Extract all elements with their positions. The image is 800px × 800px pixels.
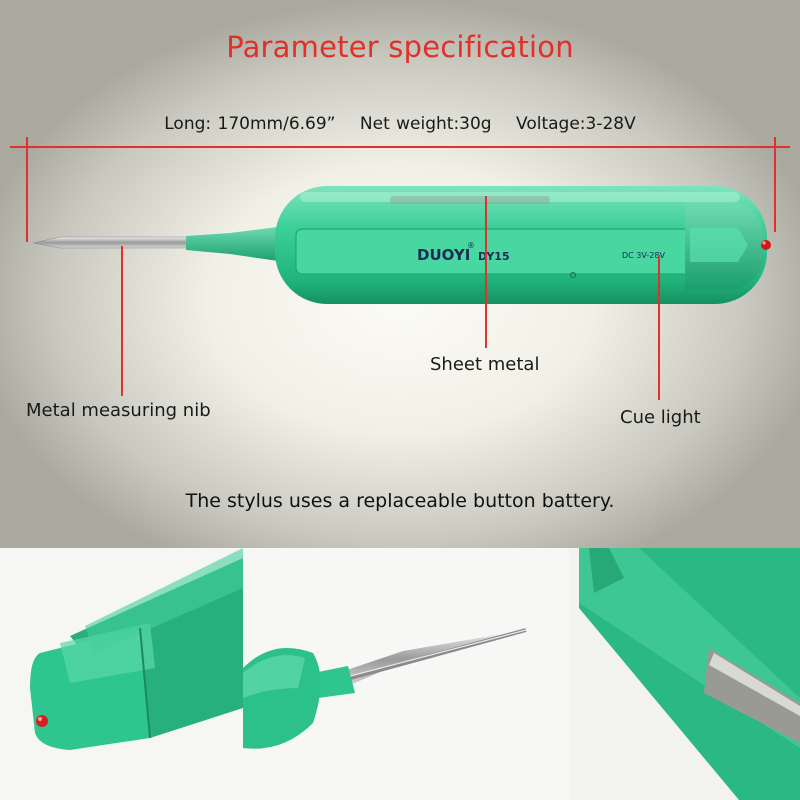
- spec-weight: Net weight:30g: [359, 114, 492, 134]
- registered-mark: ®: [467, 241, 475, 250]
- voltage-rating: DC 3V-28V: [622, 251, 665, 260]
- detail-photo-nib: [243, 548, 569, 800]
- brand-mark: DUOYI: [417, 246, 470, 264]
- metal-nib: [32, 236, 191, 249]
- body-mark: [570, 272, 576, 278]
- cue-light: [761, 240, 771, 250]
- product-diagram: DUOYI ® DY15 DC 3V-28V: [10, 137, 790, 400]
- cap-facet: [690, 228, 748, 262]
- sheet-metal-strip: [390, 196, 550, 204]
- detail-photo-cue-light: [0, 548, 243, 800]
- battery-note: The stylus uses a replaceable button bat…: [185, 490, 615, 512]
- callout-nib: Metal measuring nib: [26, 400, 211, 421]
- cue-light-glint: [762, 241, 766, 245]
- green-collar: [186, 226, 285, 262]
- page-title: Parameter specification: [226, 30, 574, 64]
- spec-length: Long: 170mm/6.69”: [164, 114, 336, 134]
- spec-line: Long: 170mm/6.69” Net weight:30g Voltage…: [0, 114, 800, 134]
- callout-cue-light: Cue light: [620, 407, 701, 428]
- callout-sheet-metal: Sheet metal: [430, 354, 540, 375]
- detail-photo-sheet-metal: [569, 548, 800, 800]
- spec-voltage: Voltage:3-28V: [516, 114, 636, 134]
- model-number: DY15: [478, 250, 510, 263]
